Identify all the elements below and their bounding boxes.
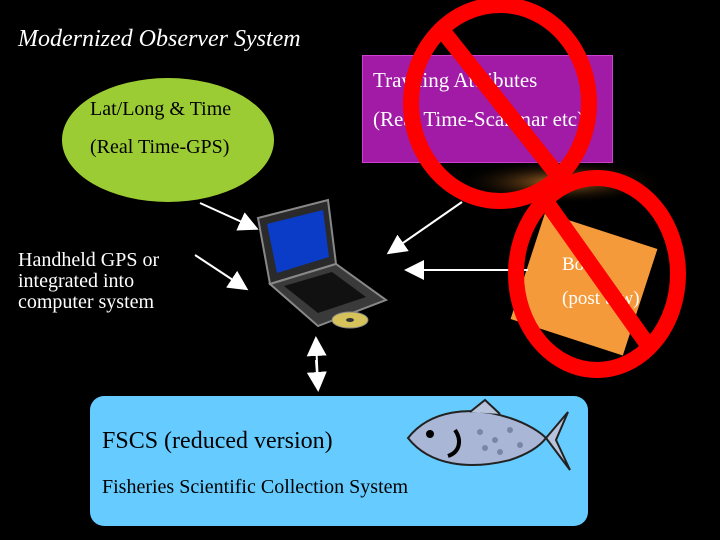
no-symbol-icon [508, 170, 686, 378]
handheld-line1: Handheld GPS or [18, 249, 160, 271]
arrow-ellipse-to-laptop [199, 202, 259, 231]
handheld-line2: integrated into [18, 270, 135, 292]
ellipse-line1: Lat/Long & Time [90, 98, 232, 120]
arrow-trawl-to-laptop [386, 201, 463, 255]
fish-icon [406, 398, 571, 471]
trawling-line1: Trawling Attributes [373, 68, 538, 92]
fscs-subtitle: Fisheries Scientific Collection System [102, 476, 409, 498]
handheld-line3: computer system [18, 291, 155, 313]
latlong-ellipse: Lat/Long & Time (Real Time-GPS) [62, 78, 274, 202]
diagram-title: Modernized Observer System [18, 26, 301, 52]
fscs-title: FSCS (reduced version) [102, 428, 333, 454]
arrow-laptop-fscs [306, 336, 327, 392]
arrow-handheld-to-laptop [194, 254, 249, 291]
ellipse-line2: (Real Time-GPS) [90, 136, 230, 158]
handheld-gps-text: Handheld GPS or integrated into computer… [18, 250, 159, 313]
laptop-icon [256, 198, 389, 329]
no-symbol-icon [403, 0, 597, 209]
